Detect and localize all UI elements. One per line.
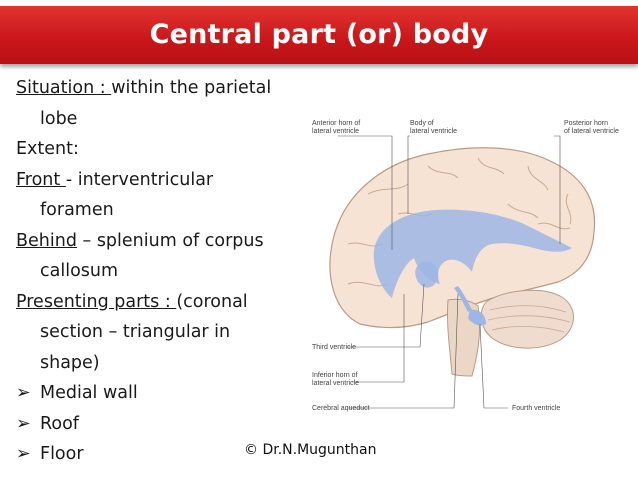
bullet-item: ➢ Floor <box>16 439 306 470</box>
brain-ventricles-diagram: Anterior horn of lateral ventricle Body … <box>312 120 619 412</box>
bullet-label: Medial wall <box>40 383 138 403</box>
label-fourth-ventricle: Fourth ventricle <box>512 405 560 412</box>
gyri-lines <box>347 157 572 287</box>
bullet-label: Floor <box>40 444 84 464</box>
cerebellum <box>480 289 574 349</box>
behind-label: Behind <box>16 230 77 251</box>
label-posterior-horn: Posterior horn <box>564 120 608 127</box>
label-body: Body of <box>410 120 434 127</box>
leader-lines <box>338 135 561 409</box>
slide-content: Situation : within the parietal lobe Ext… <box>16 73 306 470</box>
front-line: Front - interventricular <box>16 165 306 196</box>
fourth-ventricle <box>468 309 486 326</box>
bullet-item: ➢ Roof <box>16 409 306 440</box>
front-label: Front <box>16 169 66 190</box>
label-posterior-horn-2: of lateral ventricle <box>564 128 619 135</box>
label-anterior-horn-2: lateral ventricle <box>312 128 359 135</box>
situation-label: Situation : <box>16 78 112 98</box>
arrow-bullet-icon: ➢ <box>16 444 31 464</box>
presenting-line: Presenting parts : (coronal <box>16 287 306 318</box>
label-cerebral-aqueduct: Cerebral aqueduct <box>312 405 370 412</box>
extent-line: Extent: <box>16 139 79 159</box>
lateral-ventricle <box>373 209 572 298</box>
title-bar <box>0 6 638 64</box>
label-anterior-horn: Anterior horn of <box>312 120 360 127</box>
label-inferior-horn: Inferior horn of <box>312 372 358 379</box>
label-inferior-horn-2: lateral ventricle <box>312 380 359 387</box>
presenting-text: (coronal <box>176 291 248 312</box>
arrow-bullet-icon: ➢ <box>16 383 31 403</box>
situation-text: within the parietal <box>111 78 272 98</box>
front-continuation: foramen <box>40 200 114 220</box>
bullet-label: Roof <box>40 413 79 434</box>
behind-continuation: callosum <box>40 261 119 281</box>
arrow-bullet-icon: ➢ <box>16 413 31 434</box>
cerebellum-folia <box>487 305 571 333</box>
presenting-label: Presenting parts : <box>16 291 177 312</box>
credit-text: © Dr.N.Mugunthan <box>244 442 377 458</box>
label-third-ventricle: Third ventricle <box>312 344 356 351</box>
front-text: - interventricular <box>65 169 214 190</box>
cerebral-aqueduct <box>454 286 472 312</box>
slide-title: Central part (or) body <box>149 19 489 50</box>
label-body-2: lateral ventricle <box>410 128 457 135</box>
bullet-item: ➢ Medial wall <box>16 378 306 409</box>
situation-line: Situation : within the parietal <box>16 73 306 104</box>
situation-continuation: lobe <box>40 108 78 129</box>
behind-line: Behind – splenium of corpus <box>16 226 306 257</box>
third-ventricle <box>415 261 439 288</box>
presenting-continuation-1: section – triangular in <box>40 322 231 342</box>
behind-text: – splenium of corpus <box>76 230 264 251</box>
presenting-continuation-2: shape) <box>40 352 100 373</box>
